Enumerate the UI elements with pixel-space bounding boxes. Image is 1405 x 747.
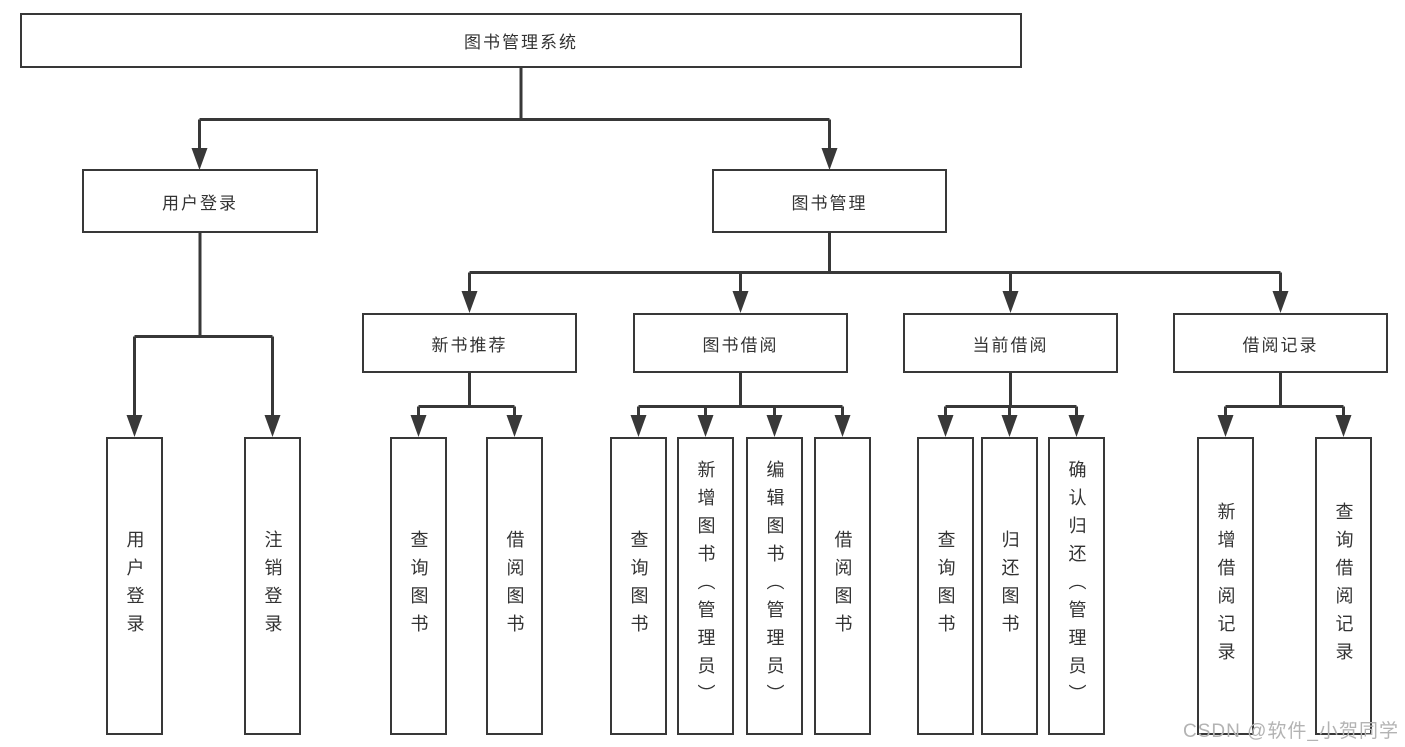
node-current-borrowing: 当前借阅 xyxy=(903,313,1118,373)
node-label: 归还图书 xyxy=(999,530,1020,642)
arrowhead xyxy=(732,291,749,313)
arrowhead xyxy=(410,415,427,437)
connector-new-book-rec-to-leaves xyxy=(417,373,516,418)
node-label: 查询借阅记录 xyxy=(1333,502,1354,670)
node-leaf-current-return-books: 归还图书 xyxy=(981,437,1038,735)
arrowhead xyxy=(1217,415,1234,437)
arrowhead xyxy=(1335,415,1352,437)
node-leaf-current-confirm-return-admin: 确认归还（管理员） xyxy=(1048,437,1105,735)
node-label: 图书借阅 xyxy=(702,335,779,355)
node-leaf-current-query-books: 查询图书 xyxy=(917,437,974,735)
node-label: 查询图书 xyxy=(935,530,956,642)
node-borrowing-records: 借阅记录 xyxy=(1173,313,1388,373)
node-leaf-borrow-edit-books-admin: 编辑图书（管理员） xyxy=(746,437,803,735)
node-book-management: 图书管理 xyxy=(712,169,947,233)
node-label: 用户登录 xyxy=(162,193,238,213)
node-label: 注销登录 xyxy=(262,530,283,642)
arrowhead xyxy=(126,415,143,437)
node-new-book-recommendation: 新书推荐 xyxy=(362,313,577,373)
node-label: 新增图书（管理员） xyxy=(695,460,716,712)
arrowhead xyxy=(264,415,281,437)
node-label: 新增借阅记录 xyxy=(1215,502,1236,670)
arrowhead xyxy=(630,415,647,437)
arrowhead xyxy=(1068,415,1085,437)
arrowhead xyxy=(1002,291,1019,313)
connector-user-login-to-leaves xyxy=(133,233,274,418)
connector-root-to-level2 xyxy=(198,68,831,150)
node-label: 当前借阅 xyxy=(972,335,1049,355)
node-label: 确认归还（管理员） xyxy=(1066,460,1087,712)
node-label: 借阅图书 xyxy=(504,530,525,642)
arrowhead xyxy=(766,415,783,437)
csdn-watermark: CSDN @软件_小贺同学 xyxy=(1183,721,1399,742)
node-leaf-borrow-borrow-books: 借阅图书 xyxy=(814,437,871,735)
node-label: 查询图书 xyxy=(628,530,649,642)
node-label: 编辑图书（管理员） xyxy=(764,460,785,712)
arrowhead xyxy=(506,415,523,437)
connector-borrow-records-to-leaves xyxy=(1224,373,1345,418)
node-leaf-user-login: 用户登录 xyxy=(106,437,163,735)
node-user-login: 用户登录 xyxy=(82,169,318,233)
arrowhead xyxy=(1001,415,1018,437)
node-leaf-rec-borrow-books: 借阅图书 xyxy=(486,437,543,735)
node-leaf-logout: 注销登录 xyxy=(244,437,301,735)
node-label: 查询图书 xyxy=(408,530,429,642)
connector-book-borrow-to-leaves xyxy=(637,373,844,418)
node-label: 用户登录 xyxy=(124,530,145,642)
node-label: 新书推荐 xyxy=(431,335,508,355)
node-book-borrowing: 图书借阅 xyxy=(633,313,848,373)
node-leaf-records-query-record: 查询借阅记录 xyxy=(1315,437,1372,735)
node-leaf-records-add-record: 新增借阅记录 xyxy=(1197,437,1254,735)
connector-current-borrow-to-leaves xyxy=(944,373,1078,418)
arrowhead xyxy=(834,415,851,437)
arrowhead xyxy=(821,148,838,170)
connector-book-management-to-level3 xyxy=(468,233,1282,293)
node-library-management-system: 图书管理系统 xyxy=(20,13,1022,68)
node-label: 图书管理 xyxy=(791,193,868,213)
node-label: 图书管理系统 xyxy=(464,33,578,52)
arrowhead xyxy=(937,415,954,437)
arrowhead xyxy=(191,148,208,170)
node-leaf-borrow-query-books: 查询图书 xyxy=(610,437,667,735)
arrowhead xyxy=(461,291,478,313)
node-leaf-rec-query-books: 查询图书 xyxy=(390,437,447,735)
arrowhead xyxy=(697,415,714,437)
node-label: 借阅图书 xyxy=(832,530,853,642)
node-leaf-borrow-add-books-admin: 新增图书（管理员） xyxy=(677,437,734,735)
node-label: 借阅记录 xyxy=(1242,335,1319,355)
arrowhead xyxy=(1272,291,1289,313)
